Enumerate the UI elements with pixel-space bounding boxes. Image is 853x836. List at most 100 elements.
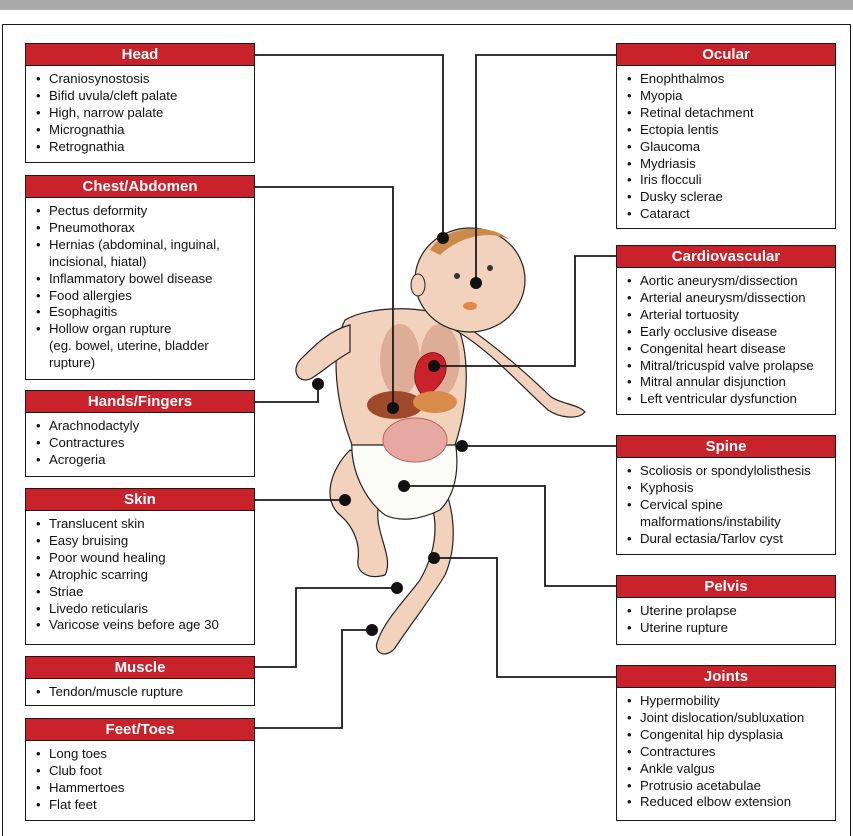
baby-figure — [296, 228, 585, 654]
dot-chest — [387, 402, 399, 414]
baby-mouth — [463, 302, 477, 310]
box-cardio-list: Aortic aneurysm/dissection Arterial aneu… — [617, 268, 835, 408]
box-feet-title: Feet/Toes — [26, 719, 254, 741]
list-item: Scoliosis or spondylolisthesis — [627, 463, 829, 480]
box-ocular-list: Enophthalmos Myopia Retinal detachment E… — [617, 66, 835, 223]
list-item: Left ventricular dysfunction — [627, 391, 829, 408]
list-item: Translucent skin — [36, 516, 248, 533]
box-feet-list: Long toes Club foot Hammertoes Flat feet — [26, 741, 254, 814]
list-item: Contractures — [36, 435, 248, 452]
list-item: Kyphosis — [627, 480, 829, 497]
list-item: Ankle valgus — [627, 761, 829, 778]
box-skin-list: Translucent skin Easy bruising Poor woun… — [26, 511, 254, 634]
list-item: Iris flocculi — [627, 172, 829, 189]
list-item: Micrognathia — [36, 122, 248, 139]
list-item: Protrusio acetabulae — [627, 778, 829, 795]
list-item: Acrogeria — [36, 452, 248, 469]
box-ocular: Ocular Enophthalmos Myopia Retinal detac… — [616, 43, 836, 229]
box-muscle-list: Tendon/muscle rupture — [26, 679, 254, 701]
box-cardiovascular: Cardiovascular Aortic aneurysm/dissectio… — [616, 245, 836, 415]
list-item: Congenital heart disease — [627, 341, 829, 358]
box-head-title: Head — [26, 44, 254, 66]
list-item: Reduced elbow extension — [627, 794, 829, 811]
list-item: Easy bruising — [36, 533, 248, 550]
dot-pelvis — [398, 480, 410, 492]
dot-cardio — [428, 360, 440, 372]
dot-feet — [366, 624, 378, 636]
box-hands-list: Arachnodactyly Contractures Acrogeria — [26, 413, 254, 469]
connector-joints — [434, 558, 616, 677]
stomach — [413, 391, 457, 413]
intestines — [383, 418, 447, 462]
box-head: Head Craniosynostosis Bifid uvula/cleft … — [25, 43, 255, 163]
list-item: Glaucoma — [627, 139, 829, 156]
dot-ocular — [470, 277, 482, 289]
dot-head — [437, 232, 449, 244]
list-item: Tendon/muscle rupture — [36, 684, 248, 701]
box-spine: Spine Scoliosis or spondylolisthesis Kyp… — [616, 435, 836, 555]
box-hands-title: Hands/Fingers — [26, 391, 254, 413]
list-item: Hypermobility — [627, 693, 829, 710]
box-pelvis: Pelvis Uterine prolapse Uterine rupture — [616, 575, 836, 645]
baby-ear — [411, 274, 425, 296]
list-item: High, narrow palate — [36, 105, 248, 122]
list-item: Uterine prolapse — [627, 603, 829, 620]
list-item: Retrognathia — [36, 139, 248, 156]
baby-eye-left — [454, 273, 460, 279]
baby-eye-right — [487, 265, 493, 271]
list-item: Myopia — [627, 88, 829, 105]
list-item: Food allergies — [36, 288, 248, 305]
list-item: Club foot — [36, 763, 248, 780]
box-muscle-title: Muscle — [26, 657, 254, 679]
list-item: Cervical spine malformations/instability — [627, 497, 829, 531]
list-item: Contractures — [627, 744, 829, 761]
list-item: Arachnodactyly — [36, 418, 248, 435]
box-joints: Joints Hypermobility Joint dislocation/s… — [616, 665, 836, 821]
box-hands-fingers: Hands/Fingers Arachnodactyly Contracture… — [25, 390, 255, 477]
box-spine-title: Spine — [617, 436, 835, 458]
list-item: Livedo reticularis — [36, 601, 248, 618]
list-item: Aortic aneurysm/dissection — [627, 273, 829, 290]
list-item: Pectus deformity — [36, 203, 248, 220]
baby-head — [415, 228, 525, 332]
box-cardio-title: Cardiovascular — [617, 246, 835, 268]
list-item: Craniosynostosis — [36, 71, 248, 88]
dot-muscle — [391, 582, 403, 594]
list-item: Esophagitis — [36, 304, 248, 321]
list-item: Mydriasis — [627, 156, 829, 173]
dot-joints — [428, 552, 440, 564]
list-item: Bifid uvula/cleft palate — [36, 88, 248, 105]
box-ocular-title: Ocular — [617, 44, 835, 66]
list-item: Joint dislocation/subluxation — [627, 710, 829, 727]
list-item: Hollow organ rupture (eg. bowel, uterine… — [36, 321, 248, 372]
list-item: Arterial tortuosity — [627, 307, 829, 324]
dot-hands — [312, 378, 324, 390]
list-item: Arterial aneurysm/dissection — [627, 290, 829, 307]
list-item: Hernias (abdominal, inguinal, incisional… — [36, 237, 248, 271]
box-chest-title: Chest/Abdomen — [26, 176, 254, 198]
box-chest-list: Pectus deformity Pneumothorax Hernias (a… — [26, 198, 254, 372]
dot-skin — [339, 494, 351, 506]
box-spine-list: Scoliosis or spondylolisthesis Kyphosis … — [617, 458, 835, 548]
right-arm — [455, 322, 585, 417]
box-joints-title: Joints — [617, 666, 835, 688]
box-joints-list: Hypermobility Joint dislocation/subluxat… — [617, 688, 835, 811]
list-item: Poor wound healing — [36, 550, 248, 567]
list-item: Dusky sclerae — [627, 189, 829, 206]
connector-feet — [255, 630, 372, 728]
list-item: Mitral annular disjunction — [627, 374, 829, 391]
list-item: Mitral/tricuspid valve prolapse — [627, 358, 829, 375]
box-feet-toes: Feet/Toes Long toes Club foot Hammertoes… — [25, 718, 255, 821]
box-pelvis-title: Pelvis — [617, 576, 835, 598]
list-item: Varicose veins before age 30 — [36, 617, 248, 634]
connector-hands — [255, 384, 318, 402]
box-muscle: Muscle Tendon/muscle rupture — [25, 656, 255, 706]
list-item: Hammertoes — [36, 780, 248, 797]
box-chest-abdomen: Chest/Abdomen Pectus deformity Pneumotho… — [25, 175, 255, 380]
list-item: Congenital hip dysplasia — [627, 727, 829, 744]
list-item: Cataract — [627, 206, 829, 223]
list-item: Dural ectasia/Tarlov cyst — [627, 531, 829, 548]
list-item: Atrophic scarring — [36, 567, 248, 584]
connector-head — [255, 55, 443, 238]
list-item: Retinal detachment — [627, 105, 829, 122]
